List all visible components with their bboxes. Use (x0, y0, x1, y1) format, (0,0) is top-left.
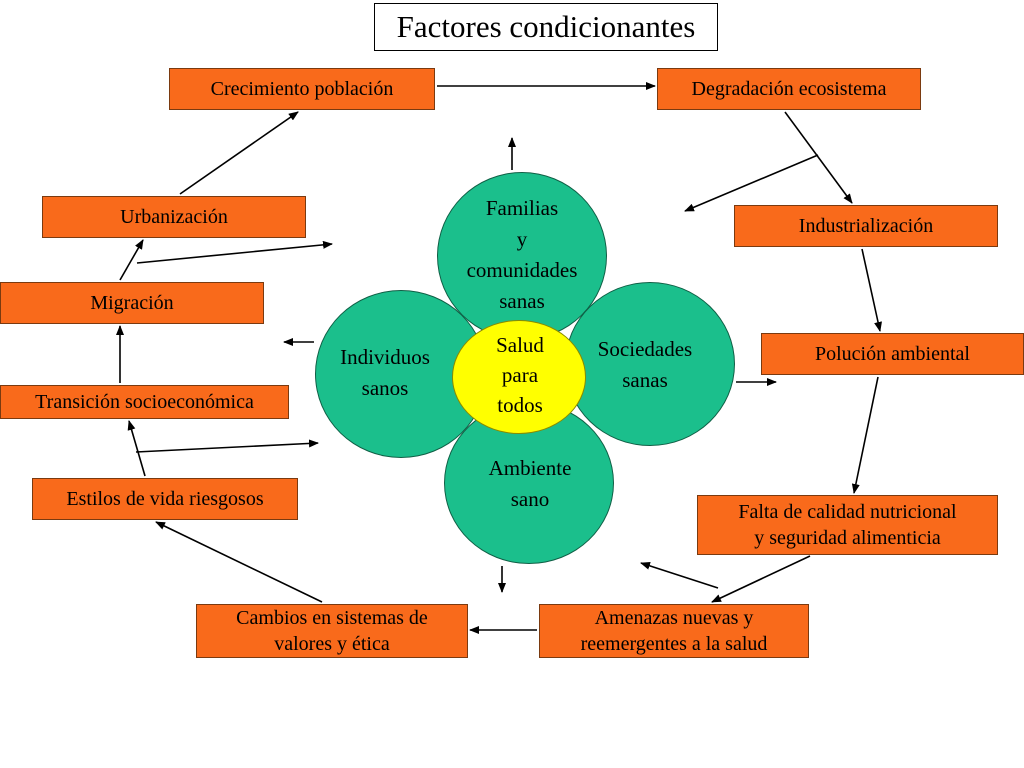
arrow-urbanizacion-right (136, 240, 333, 264)
box-polucion-ambiental: Polución ambiental (761, 333, 1024, 375)
diagram-title: Factores condicionantes (374, 3, 718, 51)
box-cambios-sistemas-valores: Cambios en sistemas de valores y ética (196, 604, 468, 658)
box-degradacion-ecosistema: Degradación ecosistema (657, 68, 921, 110)
box-crecimiento-poblacion: Crecimiento población (169, 68, 435, 110)
arrow-transicion-right (135, 439, 319, 453)
box-amenazas-nuevas: Amenazas nuevas y reemergentes a la salu… (539, 604, 809, 658)
center-salud-para-todos (452, 320, 586, 434)
box-industrializacion: Industrialización (734, 205, 998, 247)
label-salud-para-todos: Salud para todos (496, 333, 544, 417)
arrow-degradacion-branch (684, 154, 819, 212)
petal-familias (437, 172, 607, 340)
label-familias: Familias y comunidades sanas (466, 196, 578, 313)
arrow-industrializacion-to-polucion (861, 248, 882, 332)
box-urbanizacion: Urbanización (42, 196, 306, 238)
arrow-degradacion-to-industrializacion (784, 111, 853, 204)
arrow-falta-to-amenazas (711, 555, 811, 603)
arrow-cambios-to-estilos (155, 521, 323, 603)
arrow-migracion-to-urbanizacion (119, 239, 144, 281)
label-ambiente: Ambiente sano (488, 456, 572, 511)
arrow-polucion-to-falta (851, 376, 879, 494)
box-migracion: Migración (0, 282, 264, 324)
arrow-urbanizacion-to-crecimiento (179, 111, 299, 195)
box-falta-calidad-nutricional: Falta de calidad nutricional y seguridad… (697, 495, 998, 555)
arrow-estilos-to-transicion (127, 420, 146, 477)
label-individuos: Individuos sanos (340, 345, 430, 400)
box-estilos-de-vida: Estilos de vida riesgosos (32, 478, 298, 520)
label-sociedades: Sociedades sanas (597, 337, 693, 392)
box-transicion-socioeconomica: Transición socioeconómica (0, 385, 289, 419)
arrow-falta-branch (640, 561, 719, 589)
